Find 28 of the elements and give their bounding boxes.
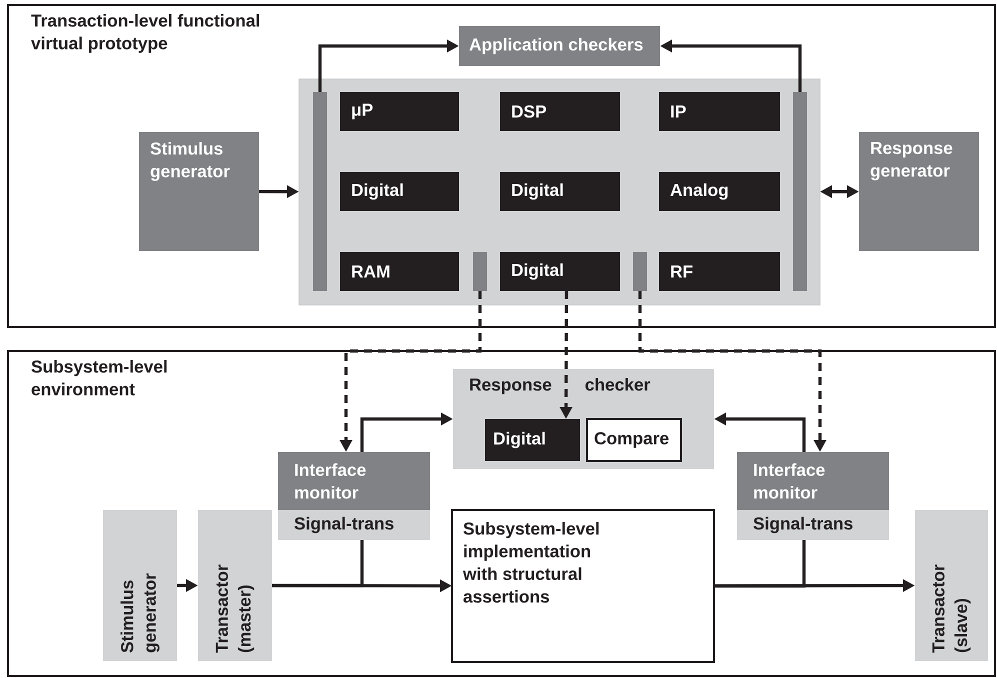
bus-bar	[473, 252, 487, 291]
block-box: Digital	[485, 419, 580, 461]
bus-bar	[313, 92, 327, 291]
block-box: RAM	[340, 252, 459, 291]
generator-box: Stimulus generator	[139, 132, 259, 251]
block-box: Digital	[500, 172, 620, 211]
block-box: RF	[659, 252, 780, 291]
compare-box: Compare	[586, 418, 682, 462]
transactor-box: Transactor (slave)	[915, 510, 988, 661]
checker-box: Application checkers	[459, 26, 660, 66]
block-box: DSP	[500, 92, 620, 131]
block-box: μP	[340, 92, 459, 131]
monitor-box: Interface monitor	[737, 452, 889, 510]
block-box: Digital	[340, 172, 459, 211]
block-box: Analog	[659, 172, 780, 211]
signal-trans-box: Signal-trans	[278, 510, 430, 540]
block-box: IP	[659, 92, 780, 131]
monitor-box: Interface monitor	[278, 452, 430, 510]
bus-bar	[793, 92, 807, 291]
signal-trans-box: Signal-trans	[737, 510, 889, 540]
generator-box: Stimulus generator	[103, 510, 177, 661]
implementation-box: Subsystem-level implementation with structural assertions	[451, 509, 715, 663]
generator-box: Response generator	[859, 132, 979, 251]
block-box: Digital	[500, 252, 620, 291]
transactor-box: Transactor (master)	[198, 510, 272, 661]
bus-bar	[633, 252, 647, 291]
connector-line	[272, 540, 364, 588]
connector-line	[714, 540, 806, 588]
